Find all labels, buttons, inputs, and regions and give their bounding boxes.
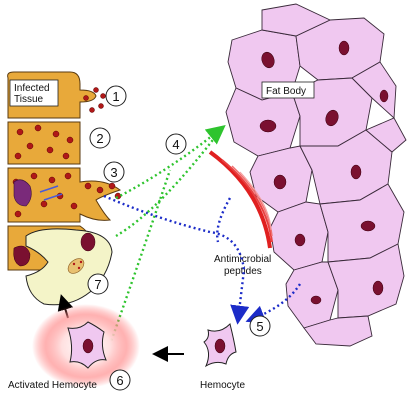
nucleus — [325, 109, 339, 127]
fat-cell — [303, 315, 373, 347]
step-1: 1 — [105, 85, 127, 107]
step-7: 7 — [87, 273, 109, 295]
infected-tissue-label: Infected Tissue — [9, 79, 59, 107]
signal-marks — [39, 185, 63, 201]
step-4: 4 — [165, 133, 187, 155]
antimicrobial-peptides — [208, 150, 273, 249]
svg-text:3: 3 — [110, 165, 117, 180]
step-3: 3 — [103, 161, 125, 183]
fat-cell — [261, 3, 332, 37]
infected-label-line1: Infected — [14, 83, 50, 94]
antimicrobial-label-line1: Antimicrobial — [214, 254, 271, 265]
tissue-nucleus — [13, 245, 31, 267]
svg-text:1: 1 — [112, 89, 119, 104]
fat-body — [225, 3, 407, 347]
activated-hemocyte-label: Activated Hemocyte — [8, 380, 97, 391]
nucleus — [294, 233, 306, 247]
nucleus — [350, 164, 362, 180]
step-6: 6 — [109, 369, 131, 391]
fat-cell — [285, 261, 339, 329]
infected-label-line2: Tissue — [14, 94, 44, 105]
svg-text:5: 5 — [256, 319, 263, 334]
svg-text:Fat Body: Fat Body — [266, 86, 306, 97]
fat-body-label: Fat Body — [261, 81, 315, 99]
nucleus — [273, 174, 287, 190]
green-arrow-hemocyte — [106, 169, 172, 351]
svg-text:6: 6 — [116, 373, 123, 388]
fat-cell — [327, 243, 405, 319]
antimicrobial-label-line2: peptides — [224, 266, 262, 277]
infected-cell-nucleus — [13, 179, 32, 207]
nucleus — [259, 119, 277, 133]
hemocyte-label: Hemocyte — [200, 380, 245, 391]
nucleus — [338, 40, 350, 56]
nucleus — [372, 280, 384, 296]
activated-hemocyte — [32, 304, 140, 388]
fat-cell — [365, 117, 407, 153]
fat-cell — [351, 61, 397, 119]
svg-text:4: 4 — [172, 137, 179, 152]
tissue-cell-3 — [7, 167, 122, 223]
blue-arrow-tissue-to-hemocyte — [103, 194, 250, 325]
step-5: 5 — [249, 315, 271, 337]
step-2: 2 — [89, 127, 111, 149]
antimicrobial-peptides-label: Antimicrobial peptides — [214, 254, 271, 277]
svg-text:2: 2 — [96, 131, 103, 146]
nucleus — [310, 295, 322, 305]
nucleus — [379, 89, 389, 103]
nucleus — [261, 51, 275, 69]
svg-text:7: 7 — [94, 277, 101, 292]
tissue-cell-2 — [7, 121, 81, 165]
nucleus — [360, 220, 376, 232]
hemocyte — [203, 323, 237, 368]
